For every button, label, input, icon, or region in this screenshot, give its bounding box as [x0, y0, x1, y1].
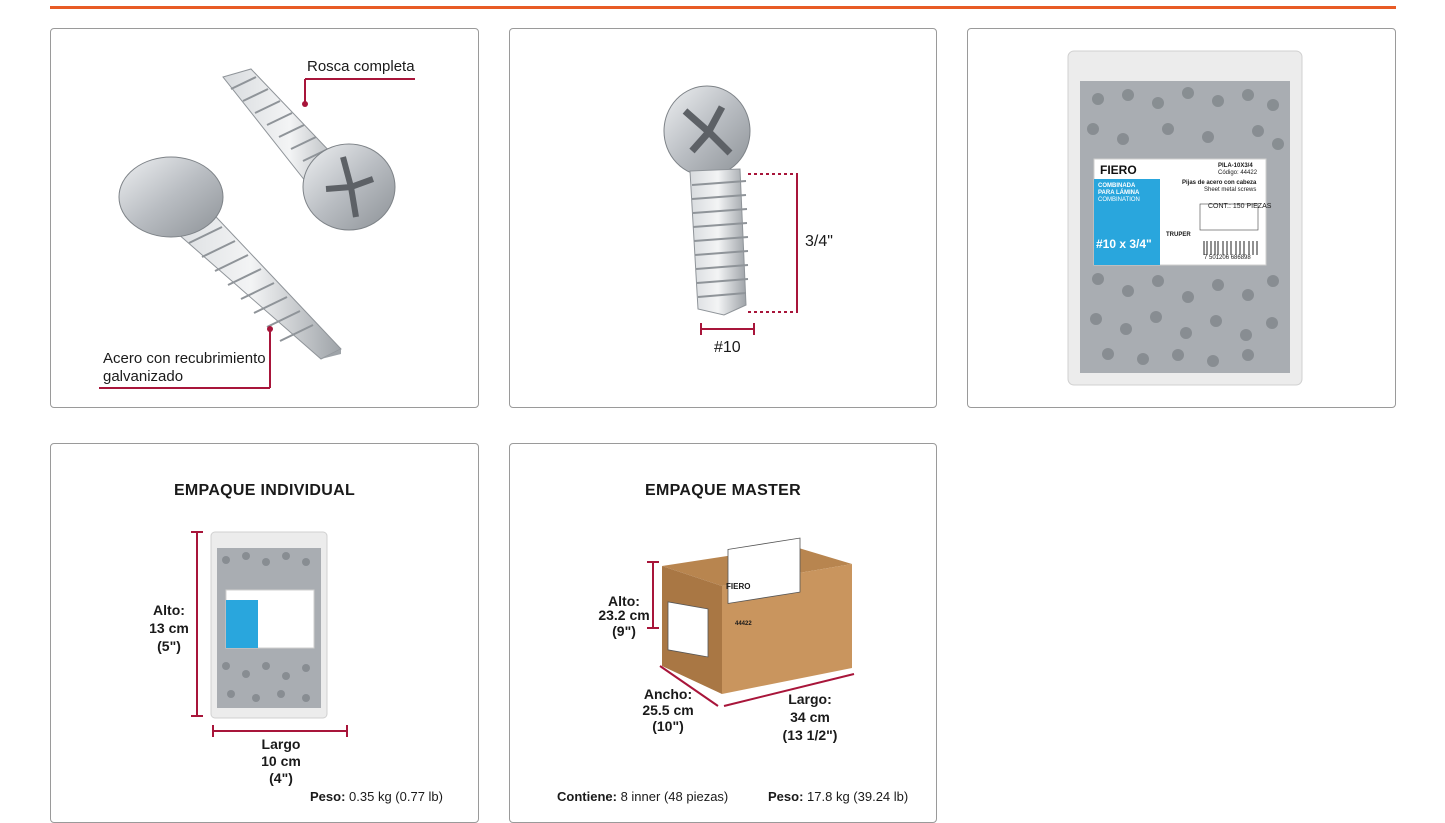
bag-size: #10 x 3/4"	[1096, 237, 1152, 251]
bag-barcode-number: 7 501206 686898	[1204, 255, 1251, 261]
screw-back	[222, 68, 396, 231]
card-master-package: EMPAQUE MASTER Alto: 23.2 cm (9") Ancho:…	[509, 443, 937, 823]
individual-package-title: EMPAQUE INDIVIDUAL	[173, 482, 356, 499]
master-height-label: Alto:	[608, 593, 640, 609]
individual-height-label: Alto:	[153, 602, 185, 618]
master-box-illustration	[647, 537, 855, 707]
bag-type-3: COMBINATION	[1098, 197, 1140, 203]
master-box-code: 44422	[735, 621, 752, 627]
individual-height-dimension	[191, 531, 203, 717]
individual-width-in: (4")	[269, 770, 293, 786]
master-height-cm: 23.2 cm	[598, 607, 650, 623]
master-height-dimension	[647, 561, 659, 629]
master-length-in: (13 1/2")	[782, 727, 838, 743]
bag-brand: FIERO	[1100, 163, 1137, 177]
individual-width-label: Largo	[261, 736, 301, 752]
top-accent-line	[50, 6, 1396, 9]
card-individual-package: EMPAQUE INDIVIDUAL Alto: 13 cm (5") Larg…	[50, 443, 479, 823]
bag-truper: TRUPER	[1166, 232, 1191, 238]
bag-desc-en: Sheet metal screws	[1204, 187, 1257, 193]
bag-type-2: PARA LÁMINA	[1098, 190, 1140, 196]
master-length-dimension	[723, 673, 855, 707]
callout-bottom-text-1: Acero con recubrimiento	[103, 350, 266, 367]
callout-top-text: Rosca completa	[307, 58, 415, 75]
callout-rosca	[302, 78, 415, 107]
master-contains-label: Contiene:	[557, 789, 617, 804]
master-contains: Contiene: 8 inner (48 piezas)	[557, 789, 728, 804]
callout-acero	[99, 326, 273, 389]
length-dimension-line	[748, 173, 798, 313]
master-width-cm: 25.5 cm	[642, 702, 694, 718]
master-width-in: (10")	[652, 718, 684, 734]
master-width-dimension	[659, 665, 719, 707]
master-height-in: (9")	[612, 623, 636, 639]
gauge-dimension-line	[700, 323, 755, 335]
master-width-label: Ancho:	[643, 686, 693, 702]
callout-bottom-text-2: galvanizado	[103, 368, 184, 385]
card-screw-dimensions: 3/4" #10	[509, 28, 937, 408]
screws-illustration	[99, 68, 415, 389]
master-contains-value: 8 inner (48 piezas)	[620, 789, 729, 804]
master-length-label: Largo:	[788, 691, 832, 707]
master-weight: Peso: 17.8 kg (39.24 lb)	[768, 789, 908, 804]
bag-desc-es: Pijas de acero con cabeza	[1182, 180, 1257, 186]
bag-model: PILA-10X3/4	[1218, 163, 1253, 169]
individual-width-dimension	[212, 725, 348, 737]
master-package-title: EMPAQUE MASTER	[645, 482, 801, 499]
length-label: 3/4"	[805, 233, 833, 250]
bag-illustration	[1067, 50, 1303, 386]
individual-weight-label: Peso:	[310, 789, 346, 804]
master-box-brand: FIERO	[726, 582, 751, 591]
master-weight-value: 17.8 kg (39.24 lb)	[807, 789, 909, 804]
screw-front	[118, 156, 342, 360]
individual-height-cm: 13 cm	[149, 620, 189, 636]
individual-weight: Peso: 0.35 kg (0.77 lb)	[310, 789, 443, 804]
master-weight-label: Peso:	[768, 789, 804, 804]
individual-weight-value: 0.35 kg (0.77 lb)	[349, 789, 443, 804]
bag-type-1: COMBINADA	[1098, 183, 1136, 189]
screw-dimension-illustration	[663, 85, 798, 335]
bag-contents: CONT.: 150 PIEZAS	[1208, 203, 1272, 210]
individual-bag-illustration	[191, 531, 348, 737]
gauge-label: #10	[714, 339, 741, 356]
master-length-cm: 34 cm	[790, 709, 830, 725]
bag-code: Código: 44422	[1218, 170, 1258, 176]
individual-height-in: (5")	[157, 638, 181, 654]
card-screw-features: Rosca completa Acero con recubrimiento g…	[50, 28, 479, 408]
individual-width-cm: 10 cm	[261, 753, 301, 769]
card-product-bag: FIERO PILA-10X3/4 Código: 44422 Pijas de…	[967, 28, 1396, 408]
